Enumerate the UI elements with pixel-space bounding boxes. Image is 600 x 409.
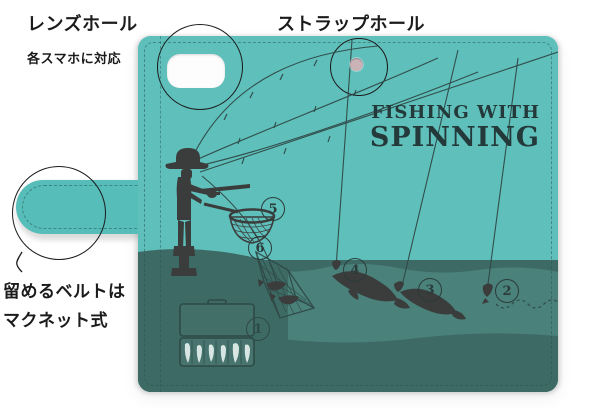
- badge-2: 2: [495, 279, 519, 303]
- strap-hole-callout-circle: [330, 38, 388, 96]
- case-spine-fold: [160, 36, 161, 392]
- lens-hole-annotation-title: レンズホール: [27, 14, 138, 34]
- lens-hole-cutout: [167, 54, 225, 88]
- badge-6: 6: [248, 236, 272, 260]
- strap-hole-annotation-title: ストラップホール: [277, 14, 425, 34]
- belt-callout-circle: [12, 166, 106, 260]
- belt-annotation-line-2: マクネット式: [3, 311, 108, 330]
- belt-annotation-line-1: 留めるベルトは: [3, 282, 126, 301]
- strap-hole-eyelet: [350, 58, 363, 71]
- badge-5: 5: [261, 197, 285, 221]
- flip-case-body: 1 2 3 4 5 6 FISHING WITH SPINNING: [138, 36, 558, 392]
- lens-hole-callout-circle: [157, 24, 243, 110]
- artwork-title-line-2: SPINNING: [369, 122, 540, 153]
- lens-hole-annotation-subtitle: 各スマホに対応: [27, 51, 122, 66]
- badge-1: 1: [246, 317, 270, 341]
- artwork-title-line-1: FISHING WITH: [371, 102, 540, 123]
- artwork-title: FISHING WITH SPINNING: [369, 102, 540, 154]
- badge-3: 3: [418, 278, 442, 302]
- fishing-artwork: [138, 39, 558, 392]
- badge-4: 4: [343, 258, 367, 282]
